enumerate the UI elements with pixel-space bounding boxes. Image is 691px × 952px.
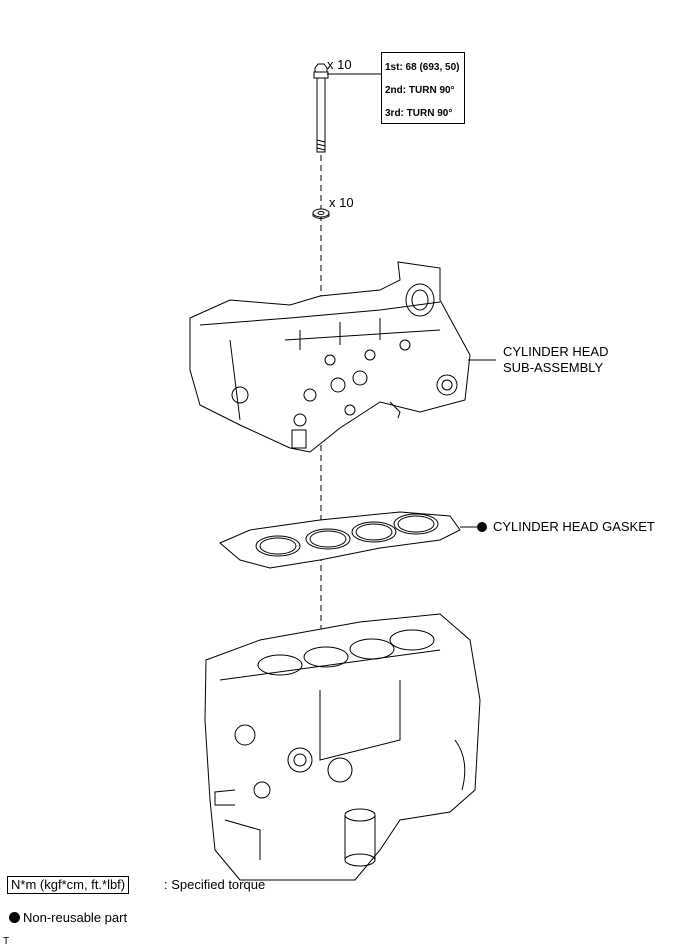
cylinder-head-icon — [189, 261, 471, 453]
gasket-label: CYLINDER HEAD GASKET — [493, 519, 655, 534]
nonreusable-legend: Non-reusable part — [9, 910, 127, 925]
torque-legend-description: : Specified torque — [164, 877, 266, 892]
cylinder-head-gasket-icon — [219, 511, 461, 569]
cylinder-block-icon — [204, 613, 481, 881]
washer-icon — [312, 208, 330, 219]
cylinder-head-label: CYLINDER HEAD SUB-ASSEMBLY — [503, 344, 608, 376]
nonreusable-marker-icon — [477, 522, 487, 532]
filled-circle-icon — [9, 912, 20, 923]
torque-unit-legend-box: N*m (kgf*cm, ft.*lbf) — [7, 876, 130, 894]
torque-step-1: 1st: 68 (693, 50) — [385, 62, 460, 73]
torque-step-3: 3rd: TURN 90° — [385, 108, 453, 119]
cylinder-head-bolt-icon — [313, 63, 329, 153]
cylinder-head-label-line1: CYLINDER HEAD — [503, 344, 609, 359]
torque-step-2: 2nd: TURN 90° — [385, 85, 455, 96]
washer-quantity-label: x 10 — [329, 195, 354, 210]
cylinder-head-label-line2: SUB-ASSEMBLY — [503, 360, 604, 375]
corner-mark: T — [3, 936, 10, 947]
torque-spec-box: 1st: 68 (693, 50) 2nd: TURN 90° 3rd: TUR… — [381, 52, 465, 124]
bolt-quantity-label: x 10 — [327, 57, 352, 72]
nonreusable-legend-text: Non-reusable part — [23, 910, 128, 925]
